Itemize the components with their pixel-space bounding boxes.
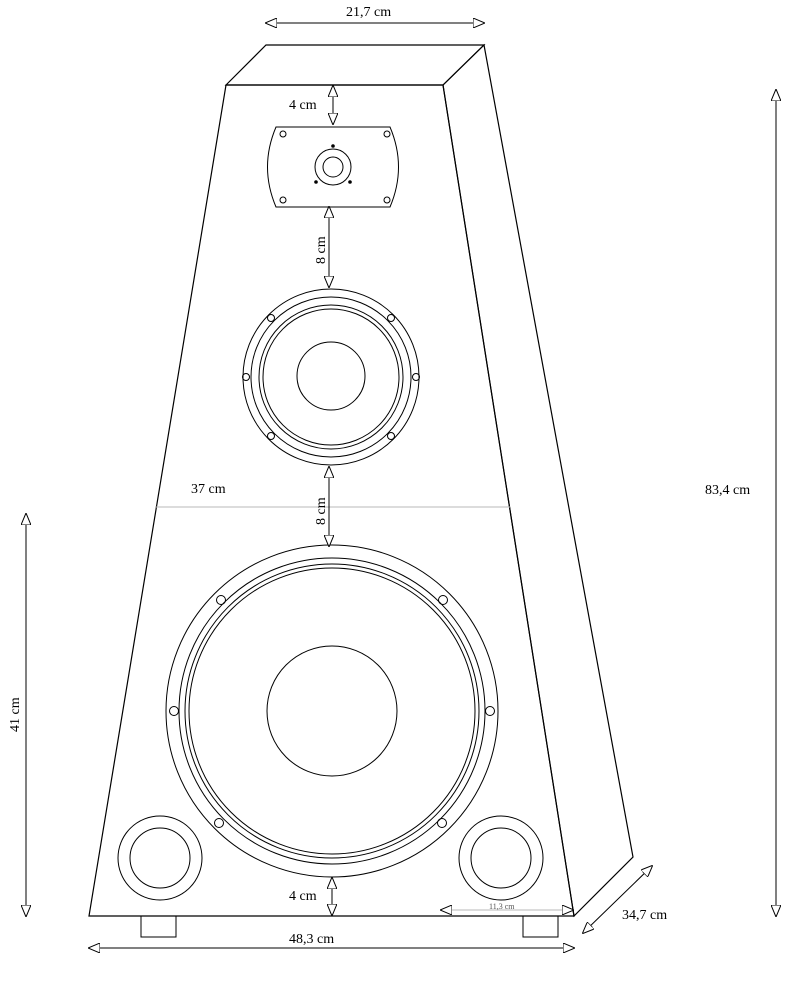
tweeter-plate [267, 126, 399, 208]
cabinet [88, 43, 634, 918]
foot-right [522, 915, 559, 938]
tweeter-top-gap-label: 4 cm [289, 98, 317, 113]
midrange-dust-cap [296, 341, 366, 411]
bottom-width-label: 48,3 cm [289, 932, 334, 947]
cabinet-side-face [442, 43, 634, 918]
cabinet-front-face [88, 84, 575, 917]
lower-height-label: 41 cm [8, 697, 23, 732]
midrange-driver [242, 288, 420, 466]
tweeter-mid-gap-label: 8 cm [314, 236, 329, 264]
mid-woofer-gap-label: 8 cm [314, 497, 329, 525]
bass-port-left [117, 815, 203, 901]
port-offset-label: 11,3 cm [489, 902, 515, 911]
dimension-labels: 21,7 cm 4 cm 8 cm 37 cm 8 cm 4 cm 11,3 c… [8, 5, 750, 947]
bass-port-right [458, 815, 544, 901]
tweeter [267, 126, 399, 208]
foot-left [140, 915, 177, 938]
tweeter-ring [314, 148, 352, 186]
depth-arrow [583, 866, 652, 933]
top-width-label: 21,7 cm [346, 5, 391, 20]
woofer-dust-cap [266, 645, 398, 777]
dimension-lines [26, 23, 776, 948]
cabinet-top-face [224, 44, 486, 86]
tweeter-dome [322, 156, 344, 178]
bottom-gap-label: 4 cm [289, 889, 317, 904]
total-height-label: 83,4 cm [705, 483, 750, 498]
woofer-driver [165, 544, 499, 878]
depth-label: 34,7 cm [622, 908, 667, 923]
mid-width-label: 37 cm [191, 482, 226, 497]
